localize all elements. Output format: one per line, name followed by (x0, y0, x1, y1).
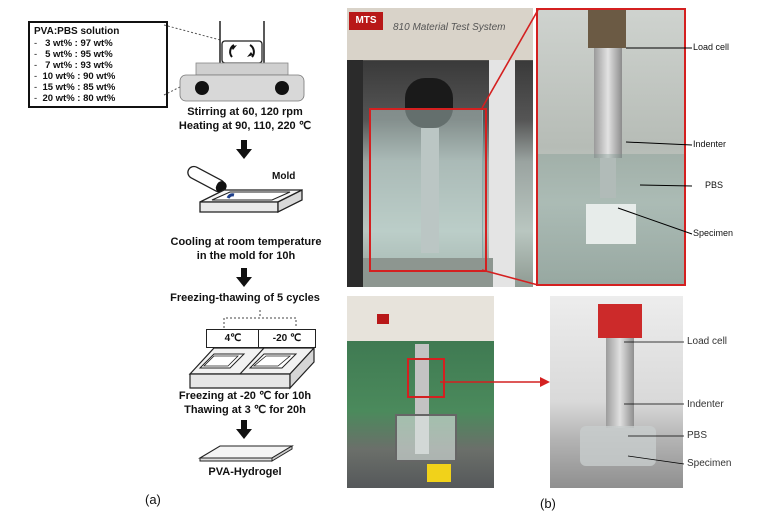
photo-bottom-zoom (550, 296, 683, 488)
water-tank (369, 108, 483, 268)
top-label-specimen: Specimen (693, 228, 734, 238)
step4-line2: Thawing at 3 ℃ for 20h (184, 404, 306, 416)
bottom-zoom-shaft (606, 338, 634, 428)
mold-label: Mold (272, 171, 296, 182)
caption-b: (b) (540, 496, 556, 511)
step1-line1: Stirring at 60, 120 rpm (187, 106, 303, 118)
temp-left-label: 4℃ (224, 333, 242, 344)
ratio-item: - 10 wt% : 90 wt% (34, 71, 116, 82)
down-arrow-icon (236, 140, 252, 159)
actuator (405, 78, 453, 128)
hotplate-illustration (163, 21, 305, 102)
bottom-label-specimen: Specimen (687, 458, 732, 469)
step1-line2: Heating at 90, 110, 220 ℃ (178, 120, 312, 132)
highlight-box (369, 108, 487, 272)
cycle-bracket (223, 310, 297, 328)
photo-top-zoom (536, 8, 686, 286)
step2-line2: in the mold for 10h (196, 250, 296, 262)
bottom-frame-top (347, 296, 494, 341)
caption-a: (a) (145, 492, 161, 507)
step3-title: Freezing-thawing of 5 cycles (170, 292, 320, 304)
brand-text: MTS (355, 15, 377, 26)
brand-badge: MTS (349, 12, 383, 30)
ratio-item: - 5 wt% : 95 wt% (34, 49, 113, 60)
top-pointer-lines (617, 47, 693, 235)
bottom-pointer-lines (624, 341, 685, 465)
base-plate (363, 258, 493, 287)
ratio-item: - 7 wt% : 93 wt% (34, 60, 113, 71)
solution-title: PVA:PBS solution (34, 26, 120, 37)
zoom-frame (536, 8, 686, 286)
machine-name: 810 Material Test System (393, 22, 506, 33)
step4-line1: Freezing at -20 ℃ for 10h (178, 390, 312, 402)
down-arrow-icon (236, 420, 252, 439)
mold-illustration (187, 165, 303, 214)
bottom-brand-badge (377, 314, 389, 324)
zoom-load-cell (588, 8, 626, 48)
top-label-indenter: Indenter (693, 139, 727, 149)
bottom-label-load-cell: Load cell (687, 336, 728, 347)
ratio-item: - 3 wt% : 97 wt% (34, 38, 113, 49)
photo-bottom-overview (347, 296, 494, 488)
ratio-list: - 3 wt% : 97 wt% - 5 wt% : 95 wt% - 7 wt… (34, 38, 115, 104)
zoom-specimen (586, 204, 636, 244)
ratio-item: - 15 wt% : 85 wt% (34, 82, 116, 93)
zoom-indenter (600, 158, 616, 198)
temp-right-label: -20 ℃ (272, 333, 302, 344)
warning-sign (427, 464, 451, 482)
photo-top-overview: MTS 810 Material Test System (347, 8, 533, 287)
step2-line1: Cooling at room temperature (170, 236, 322, 248)
bottom-label-indenter: Indenter (687, 399, 724, 410)
bottom-zoom-dish (580, 426, 656, 466)
rod (421, 128, 439, 253)
ratio-item: - 20 wt% : 80 wt% (34, 93, 116, 104)
right-column (489, 60, 515, 287)
left-column (347, 60, 363, 287)
bottom-red-arrow (440, 377, 550, 387)
top-label-pbs: PBS (705, 180, 724, 190)
freezer-tray-illustration (188, 346, 316, 390)
hydrogel-sheet-illustration (198, 445, 294, 462)
bottom-highlight-box (407, 358, 445, 398)
bottom-tank (395, 414, 457, 462)
bottom-label-pbs: PBS (687, 430, 708, 441)
down-arrow-icon (236, 268, 252, 287)
top-label-load-cell: Load cell (693, 42, 730, 52)
final-label: PVA-Hydrogel (208, 466, 282, 478)
zoom-connector-lines (481, 9, 539, 286)
solution-box: PVA:PBS solution - 3 wt% : 97 wt% - 5 wt… (28, 21, 168, 108)
zoom-shaft (594, 48, 622, 158)
bottom-zoom-load-cell (598, 304, 642, 338)
